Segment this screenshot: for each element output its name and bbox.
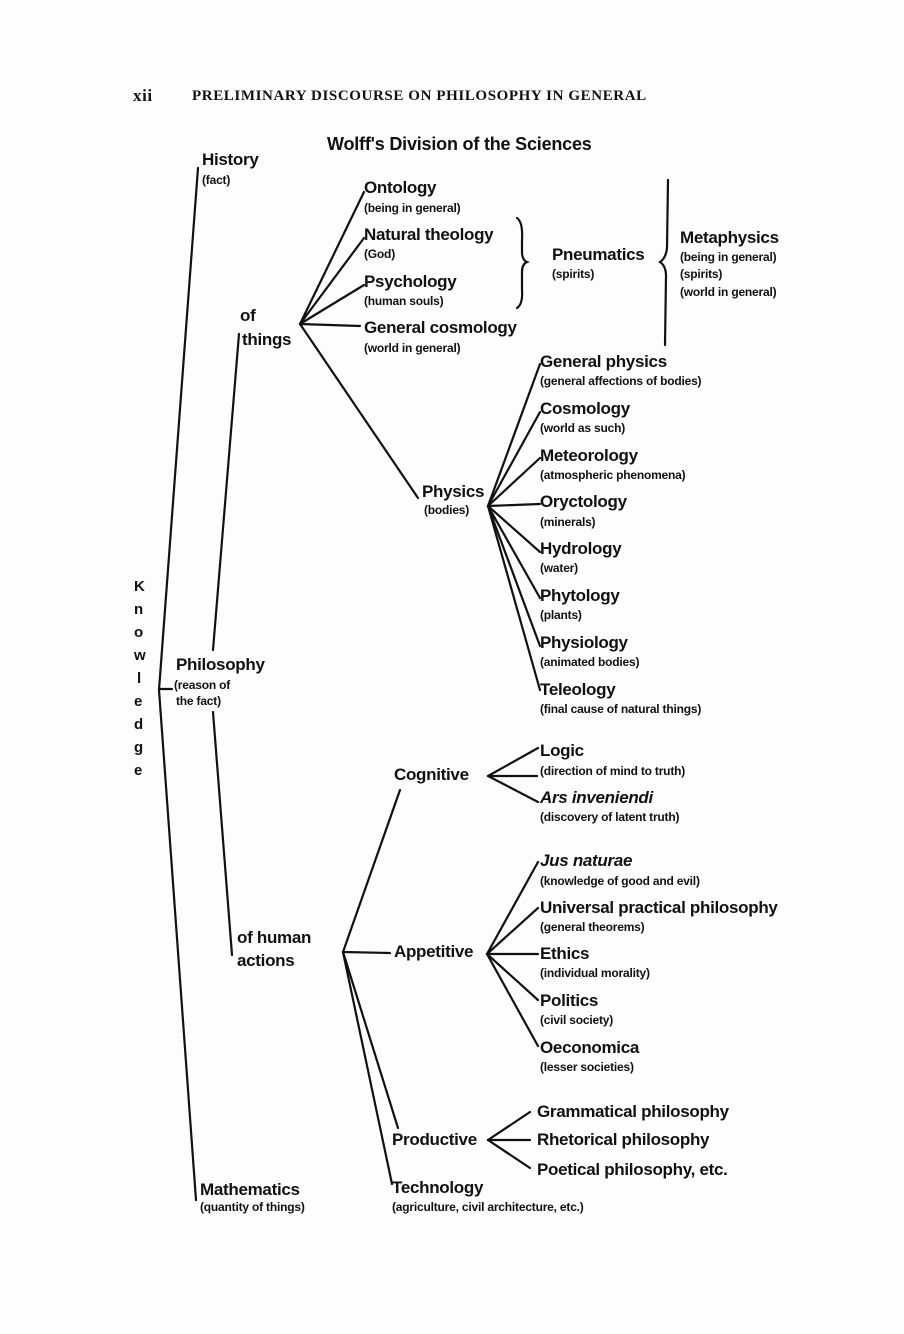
- ontology-label: Ontology: [364, 178, 437, 197]
- of-human-actions-label: of human: [237, 928, 312, 947]
- mathematics-sub: (quantity of things): [200, 1200, 305, 1214]
- appetitive-item-sub: (knowledge of good and evil): [540, 874, 700, 888]
- letter: n: [134, 601, 144, 618]
- logic-label: Logic: [540, 741, 584, 760]
- page-number: xii: [133, 86, 153, 105]
- physics-branches: [486, 362, 542, 692]
- cognitive-branches: [486, 746, 540, 804]
- productive-item-label: Rhetorical philosophy: [537, 1130, 710, 1149]
- running-title: PRELIMINARY DISCOURSE ON PHILOSOPHY IN G…: [192, 88, 647, 104]
- of-things-label: things: [242, 330, 292, 349]
- knowledge-branch-history: [157, 166, 200, 692]
- metaphysics-label: Metaphysics: [680, 228, 779, 247]
- mathematics-label: Mathematics: [200, 1180, 300, 1199]
- physics-label: Physics: [422, 482, 485, 501]
- metaphysics-sub: (world in general): [680, 285, 777, 299]
- metaphysics-brace: [658, 178, 670, 347]
- appetitive-branches: [485, 860, 540, 1048]
- natural-theology-sub: (God): [364, 247, 395, 261]
- physics-item-sub: (animated bodies): [540, 655, 640, 669]
- metaphysics-sub: (spirits): [680, 267, 723, 281]
- productive-item-label: Grammatical philosophy: [537, 1102, 729, 1121]
- logic-sub: (direction of mind to truth): [540, 764, 686, 778]
- philosophy-branch-actions: [211, 710, 234, 957]
- of-things-label: of: [240, 306, 256, 325]
- physics-item-sub: (water): [540, 561, 578, 575]
- appetitive-item-sub: (general theorems): [540, 920, 645, 934]
- knowledge-branch-mathematics: [157, 688, 198, 1202]
- pneumatics-label: Pneumatics: [552, 245, 645, 264]
- appetitive-item-label: Politics: [540, 991, 599, 1010]
- technology-sub: (agriculture, civil architecture, etc.): [392, 1200, 584, 1214]
- technology-label: Technology: [392, 1178, 484, 1197]
- physics-item-label: Oryctology: [540, 492, 627, 511]
- physics-sub: (bodies): [424, 503, 470, 517]
- psychology-sub: (human souls): [364, 294, 444, 308]
- appetitive-item-label: Oeconomica: [540, 1038, 640, 1057]
- letter: w: [134, 647, 146, 664]
- philosophy-sub: (reason of: [174, 678, 231, 692]
- psychology-label: Psychology: [364, 272, 457, 291]
- letter: e: [134, 693, 143, 710]
- appetitive-item-label: Ethics: [540, 944, 590, 963]
- letter: l: [137, 670, 142, 687]
- ontology-sub: (being in general): [364, 201, 461, 215]
- appetitive-label: Appetitive: [394, 942, 474, 961]
- diagram-title: Wolff's Division of the Sciences: [327, 134, 592, 154]
- physics-item-sub: (general affections of bodies): [540, 374, 702, 388]
- physics-item-label: Physiology: [540, 633, 628, 652]
- ars-inveniendi-label: Ars inveniendi: [540, 788, 653, 807]
- pneumatics-brace: [515, 216, 530, 310]
- physics-item-label: Hydrology: [540, 539, 622, 558]
- letter: o: [134, 624, 144, 641]
- general-cosmology-sub: (world in general): [364, 341, 461, 355]
- physics-item-sub: (final cause of natural things): [540, 702, 702, 716]
- appetitive-item-sub: (civil society): [540, 1013, 614, 1027]
- physics-item-label: Meteorology: [540, 446, 638, 465]
- physics-item-label: Cosmology: [540, 399, 630, 418]
- things-branches: [298, 190, 420, 500]
- history-label: History: [202, 150, 259, 169]
- productive-item-label: Poetical philosophy, etc.: [537, 1160, 728, 1179]
- productive-branches: [486, 1110, 532, 1170]
- philosophy-branch-things: [211, 332, 241, 652]
- cognitive-label: Cognitive: [394, 765, 469, 784]
- physics-item-sub: (minerals): [540, 515, 596, 529]
- philosophy-label: Philosophy: [176, 655, 265, 674]
- appetitive-item-label: Universal practical philosophy: [540, 898, 778, 917]
- productive-label: Productive: [392, 1130, 477, 1149]
- physics-item-label: General physics: [540, 352, 667, 371]
- letter: K: [134, 578, 145, 595]
- pneumatics-sub: (spirits): [552, 267, 595, 281]
- actions-branches: [341, 788, 402, 1186]
- of-human-actions-label: actions: [237, 951, 295, 970]
- letter: d: [134, 716, 144, 733]
- physics-item-label: Teleology: [540, 680, 616, 699]
- general-cosmology-label: General cosmology: [364, 318, 517, 337]
- physics-item-sub: (plants): [540, 608, 582, 622]
- appetitive-item-sub: (individual morality): [540, 966, 650, 980]
- appetitive-item-label: Jus naturae: [540, 851, 633, 870]
- history-sub: (fact): [202, 173, 231, 187]
- letter: e: [134, 762, 143, 779]
- appetitive-item-sub: (lesser societies): [540, 1060, 634, 1074]
- physics-item-sub: (atmospheric phenomena): [540, 468, 686, 482]
- metaphysics-sub: (being in general): [680, 250, 777, 264]
- natural-theology-label: Natural theology: [364, 225, 494, 244]
- letter: g: [134, 739, 144, 756]
- philosophy-sub: the fact): [176, 694, 221, 708]
- ars-inveniendi-sub: (discovery of latent truth): [540, 810, 680, 824]
- physics-item-label: Phytology: [540, 586, 620, 605]
- physics-item-sub: (world as such): [540, 421, 626, 435]
